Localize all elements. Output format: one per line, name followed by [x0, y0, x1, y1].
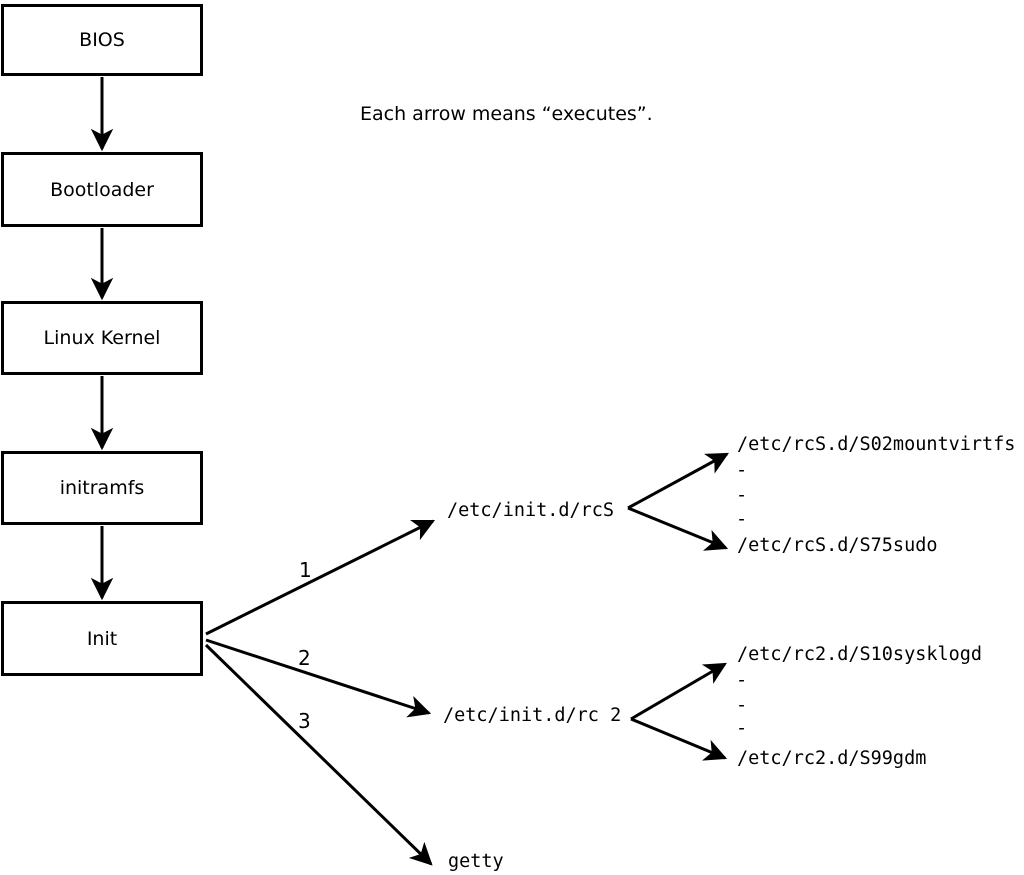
branch-order-3: 3: [298, 709, 311, 733]
box-linux-kernel-label: Linux Kernel: [43, 327, 161, 349]
box-bios-label: BIOS: [79, 29, 125, 51]
arrow-init-to-rc2: [205, 638, 432, 718]
rc2-ellipsis-dash-3: -: [736, 718, 748, 739]
node-etc-init-d-rcs: /etc/init.d/rcS: [447, 500, 615, 521]
node-getty: getty: [448, 851, 504, 872]
rc2-ellipsis-dash-1: -: [736, 670, 748, 691]
node-etc-init-d-rc2: /etc/init.d/rc 2: [443, 705, 622, 726]
box-init: Init: [1, 601, 203, 676]
branch-order-1: 1: [299, 558, 312, 582]
arrow-init-to-getty: [204, 643, 433, 866]
box-initramfs: initramfs: [1, 451, 203, 525]
box-bios: BIOS: [1, 4, 203, 76]
box-bootloader-label: Bootloader: [50, 178, 154, 201]
arrow-rcs-to-s02mountvirtfs: [627, 452, 729, 510]
arrow-rc2-to-s99gdm: [630, 717, 728, 761]
node-rc2-s99gdm: /etc/rc2.d/S99gdm: [737, 748, 927, 769]
arrow-rc2-to-s10sysklogd: [630, 662, 727, 721]
node-rcs-s02mountvirtfs: /etc/rcS.d/S02mountvirtfs: [737, 434, 1016, 455]
box-linux-kernel: Linux Kernel: [1, 301, 203, 375]
rc2-ellipsis-dash-2: -: [736, 695, 748, 716]
rcs-ellipsis-dash-3: -: [736, 509, 748, 530]
branch-order-2: 2: [298, 646, 311, 670]
node-rcs-s75sudo: /etc/rcS.d/S75sudo: [737, 535, 938, 556]
box-init-label: Init: [86, 627, 118, 650]
box-bootloader: Bootloader: [1, 152, 203, 227]
node-rc2-s10sysklogd: /etc/rc2.d/S10sysklogd: [737, 644, 983, 665]
arrow-rcs-to-s75sudo: [627, 506, 729, 551]
rcs-ellipsis-dash-2: -: [736, 485, 748, 506]
rcs-ellipsis-dash-1: -: [736, 460, 748, 481]
box-initramfs-label: initramfs: [59, 477, 145, 499]
caption-executes: Each arrow means “executes”.: [360, 103, 653, 125]
arrow-init-to-rcs: [205, 519, 436, 636]
